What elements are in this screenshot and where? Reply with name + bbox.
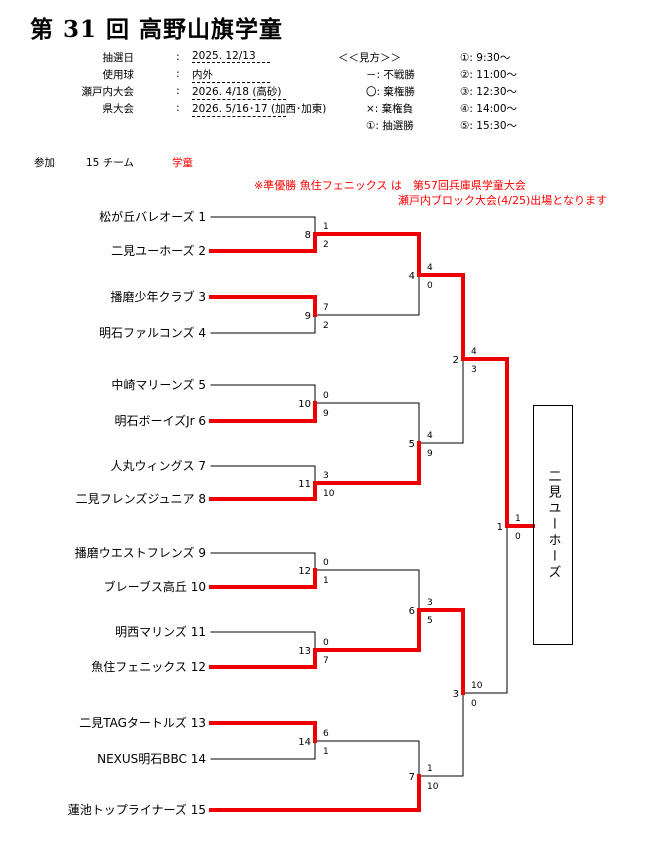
score-bottom: 9 (323, 409, 329, 419)
team-name: 明西マリンズ 11 (115, 625, 206, 639)
team-name: 松が丘バレオーズ 1 (99, 210, 206, 224)
legend-heading: ＜＜見方＞＞ (338, 52, 401, 64)
score-top: 3 (427, 598, 433, 608)
score-top: 6 (323, 729, 329, 739)
notice-line-2: 瀬戸内ブロック大会(4/25)出場となります (398, 194, 607, 207)
colon: : (176, 67, 180, 80)
match-number: 2 (453, 355, 459, 366)
info-value: 内外 (192, 67, 270, 83)
score-bottom: 7 (323, 656, 329, 666)
match-number: 1 (497, 522, 503, 533)
match-number: 9 (305, 311, 311, 322)
score-top: 10 (471, 681, 483, 691)
score-top: 0 (323, 558, 329, 568)
info-label: 県大会 (102, 103, 135, 115)
legend-item: ①: 抽選勝 (366, 120, 414, 132)
team-name: 播磨少年クラブ 3 (110, 290, 206, 304)
match-number: 6 (409, 606, 415, 617)
score-top: 3 (323, 471, 329, 481)
colon: : (176, 50, 180, 63)
colon: : (176, 101, 180, 114)
info-label: 抽選日 (102, 52, 135, 64)
team-name: 明石ファルコンズ 4 (99, 326, 206, 340)
page-title: 第 31 回 高野山旗学童 (30, 16, 284, 43)
champion-name: 二見ユーホーズ (545, 469, 561, 581)
team-name: 播磨ウエストフレンズ 9 (74, 546, 206, 560)
score-top: 4 (427, 431, 433, 441)
match-number: 7 (409, 772, 415, 783)
match-number: 12 (298, 566, 311, 577)
info-value: 2026. 4/18 (高砂) (192, 84, 286, 100)
team-name: 中崎マリーンズ 5 (111, 378, 206, 392)
score-top: 0 (323, 391, 329, 401)
champion-box: 二見ユーホーズ (533, 405, 573, 645)
score-bottom: 1 (323, 576, 329, 586)
team-name: 魚住フェニックス 12 (91, 660, 206, 674)
score-top: 1 (515, 514, 521, 524)
colon: : (176, 84, 180, 97)
match-number: 3 (453, 689, 459, 700)
match-number: 13 (298, 646, 311, 657)
time-slot: ③: 12:30～ (460, 86, 518, 98)
legend-item: 〇: 棄権勝 (366, 86, 415, 98)
team-name: 人丸ウィングス 7 (110, 459, 206, 473)
team-name: 二見フレンズジュニア 8 (75, 492, 206, 506)
match-number: 5 (409, 439, 415, 450)
category-label: 学童 (172, 157, 193, 169)
score-bottom: 3 (471, 365, 477, 375)
participants-label: 参加 (34, 157, 55, 169)
team-name: 二見ユーホーズ 2 (111, 244, 206, 258)
score-bottom: 9 (427, 449, 433, 459)
team-name: 蓮池トップライナーズ 15 (67, 803, 206, 817)
match-number: 8 (305, 230, 311, 241)
score-bottom: 1 (323, 747, 329, 757)
score-bottom: 2 (323, 240, 329, 250)
team-name: 明石ボーイズJr 6 (114, 414, 206, 428)
match-number: 10 (298, 399, 311, 410)
score-bottom: 5 (427, 616, 433, 626)
legend-item: ×: 棄権負 (366, 103, 414, 115)
score-bottom: 0 (471, 699, 477, 709)
match-number: 11 (298, 479, 311, 490)
info-label: 使用球 (102, 69, 135, 81)
score-top: 7 (323, 303, 329, 313)
time-slot: ④: 14:00～ (460, 103, 518, 115)
match-number: 14 (298, 737, 311, 748)
info-label: 瀬戸内大会 (81, 86, 135, 98)
participants-count: 15 チーム (86, 157, 134, 169)
time-slot: ⑤: 15:30～ (460, 120, 518, 132)
score-top: 4 (427, 263, 433, 273)
score-bottom: 0 (515, 532, 521, 542)
score-bottom: 0 (427, 281, 433, 291)
score-bottom: 10 (427, 782, 439, 792)
notice-line-1: ※準優勝 魚住フェニックス は 第57回兵庫県学童大会 (254, 179, 526, 192)
info-value: 2025. 12/13 (192, 50, 270, 63)
legend-item: －: 不戦勝 (366, 69, 415, 81)
score-bottom: 2 (323, 321, 329, 331)
team-name: NEXUS明石BBC 14 (97, 752, 206, 766)
score-top: 4 (471, 347, 477, 357)
score-bottom: 10 (323, 489, 335, 499)
team-name: 二見TAGタートルズ 13 (79, 716, 206, 730)
match-number: 4 (409, 271, 415, 282)
team-name: ブレーブス高丘 10 (103, 580, 206, 594)
score-top: 1 (427, 764, 433, 774)
time-slot: ①: 9:30～ (460, 52, 511, 64)
score-top: 0 (323, 638, 329, 648)
score-top: 1 (323, 222, 329, 232)
time-slot: ②: 11:00～ (460, 69, 518, 81)
